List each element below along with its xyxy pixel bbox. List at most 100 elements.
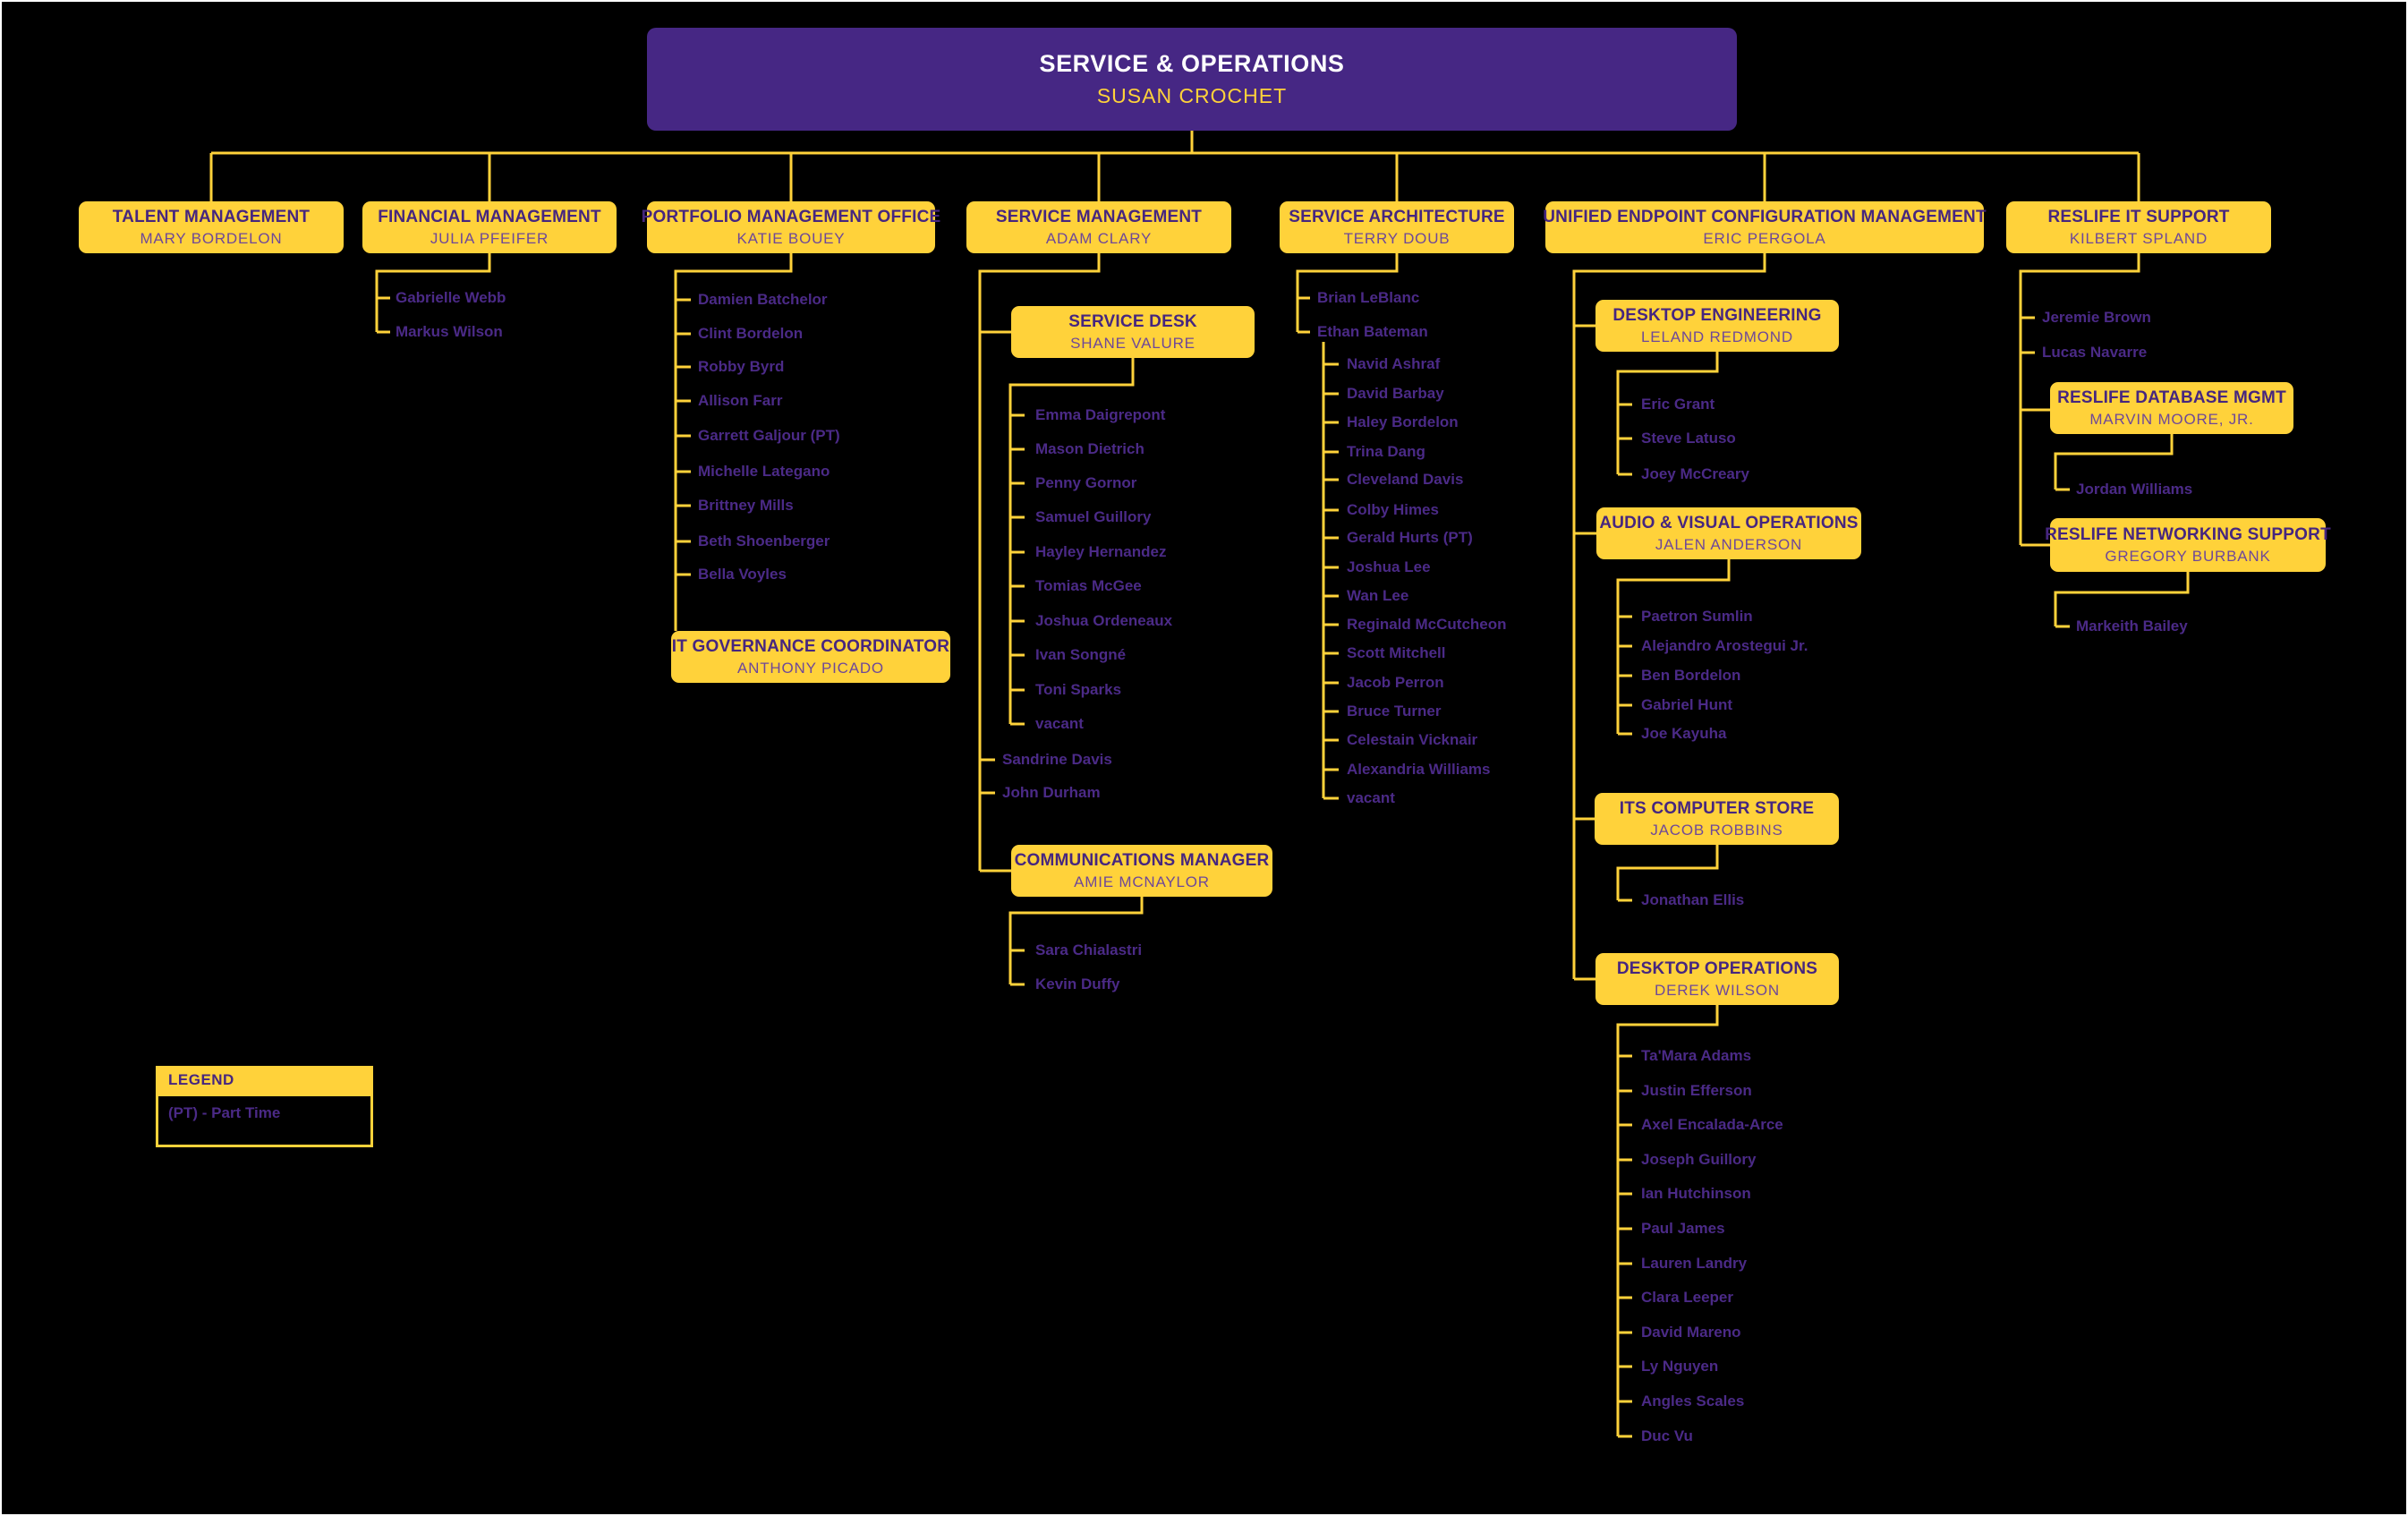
box-title: PORTFOLIO MANAGEMENT OFFICE xyxy=(641,207,941,226)
connector-top-rail xyxy=(209,131,2140,201)
org-box-reslife-it-support: RESLIFE IT SUPPORT KILBERT SPLAND xyxy=(2006,201,2271,253)
box-title: SERVICE MANAGEMENT xyxy=(995,207,1203,226)
person-ian-hutchinson: Ian Hutchinson xyxy=(1641,1185,1751,1202)
person-bella-voyles: Bella Voyles xyxy=(698,566,787,583)
box-person-name: MARVIN MOORE, JR. xyxy=(2089,410,2254,428)
person-allison-farr: Allison Farr xyxy=(698,392,783,409)
org-box-audio-visual-operations: AUDIO & VISUAL OPERATIONS JALEN ANDERSON xyxy=(1596,507,1861,559)
person-joey-mccreary: Joey McCreary xyxy=(1641,465,1749,482)
box-title: TALENT MANAGEMENT xyxy=(112,207,311,226)
person-emma-daigrepont: Emma Daigrepont xyxy=(1035,406,1166,423)
box-title: COMMUNICATIONS MANAGER xyxy=(1014,850,1270,870)
org-box-it-governance-coordinator: IT GOVERNANCE COORDINATOR ANTHONY PICADO xyxy=(671,631,950,683)
connector-financial xyxy=(375,253,491,334)
box-person-name: KILBERT SPLAND xyxy=(2069,229,2208,247)
org-box-reslife-database-mgmt: RESLIFE DATABASE MGMT MARVIN MOORE, JR. xyxy=(2050,382,2293,434)
person-jacob-perron: Jacob Perron xyxy=(1347,674,1444,691)
org-box-communications-manager: COMMUNICATIONS MANAGER AMIE MCNAYLOR xyxy=(1011,845,1272,897)
person-duc-vu: Duc Vu xyxy=(1641,1427,1693,1444)
person-wan-lee: Wan Lee xyxy=(1347,587,1409,604)
person-david-barbay: David Barbay xyxy=(1347,385,1444,402)
root-person-name: SUSAN CROCHET xyxy=(1096,84,1288,107)
org-box-service-and-operations: SERVICE & OPERATIONS SUSAN CROCHET xyxy=(647,28,1737,131)
person-celestain-vicknair: Celestain Vicknair xyxy=(1347,731,1478,748)
person-joe-kayuha: Joe Kayuha xyxy=(1641,725,1727,742)
org-box-service-management: SERVICE MANAGEMENT ADAM CLARY xyxy=(966,201,1231,253)
person-hayley-hernandez: Hayley Hernandez xyxy=(1035,543,1167,560)
person-paetron-sumlin: Paetron Sumlin xyxy=(1641,608,1753,625)
box-person-name: TERRY DOUB xyxy=(1343,229,1451,247)
org-box-reslife-networking-support: RESLIFE NETWORKING SUPPORT GREGORY BURBA… xyxy=(2045,518,2331,572)
box-person-name: AMIE MCNAYLOR xyxy=(1074,873,1210,890)
org-box-its-computer-store: ITS COMPUTER STORE JACOB ROBBINS xyxy=(1595,793,1839,845)
box-title: AUDIO & VISUAL OPERATIONS xyxy=(1599,513,1859,532)
org-box-desktop-operations: DESKTOP OPERATIONS DEREK WILSON xyxy=(1595,953,1839,1005)
person-damien-batchelor: Damien Batchelor xyxy=(698,291,828,308)
org-box-financial-management: FINANCIAL MANAGEMENT JULIA PFEIFER xyxy=(362,201,617,253)
box-person-name: DEREK WILSON xyxy=(1655,981,1780,999)
box-title: IT GOVERNANCE COORDINATOR xyxy=(671,636,950,656)
connector-service-management xyxy=(978,253,1144,986)
legend-header: LEGEND xyxy=(156,1066,373,1094)
box-person-name: SHANE VALURE xyxy=(1070,334,1195,352)
org-box-talent-management: TALENT MANAGEMENT MARY BORDELON xyxy=(79,201,344,253)
box-title: RESLIFE IT SUPPORT xyxy=(2047,207,2230,226)
box-title: RESLIFE DATABASE MGMT xyxy=(2057,388,2286,407)
org-box-service-architecture: SERVICE ARCHITECTURE TERRY DOUB xyxy=(1280,201,1514,253)
person-scott-mitchell: Scott Mitchell xyxy=(1347,644,1446,661)
person-paul-james: Paul James xyxy=(1641,1220,1725,1237)
person-gabriel-hunt: Gabriel Hunt xyxy=(1641,696,1733,713)
person-david-mareno: David Mareno xyxy=(1641,1324,1741,1341)
person-lauren-landry: Lauren Landry xyxy=(1641,1255,1748,1272)
person-joshua-lee: Joshua Lee xyxy=(1347,558,1431,575)
person-ivan-songne: Ivan Songné xyxy=(1035,646,1127,663)
person-haley-bordelon: Haley Bordelon xyxy=(1347,413,1459,430)
person-tamara-adams: Ta'Mara Adams xyxy=(1641,1047,1752,1064)
person-penny-gornor: Penny Gornor xyxy=(1035,474,1137,491)
connector-uecm xyxy=(1572,253,1766,1438)
person-joshua-ordeneaux: Joshua Ordeneaux xyxy=(1035,612,1173,629)
box-person-name: LELAND REDMOND xyxy=(1641,328,1793,345)
person-navid-ashraf: Navid Ashraf xyxy=(1347,355,1441,372)
person-sandrine-davis: Sandrine Davis xyxy=(1002,751,1112,768)
person-jordan-williams: Jordan Williams xyxy=(2076,481,2193,498)
person-reginald-mccutcheon: Reginald McCutcheon xyxy=(1347,616,1507,633)
box-person-name: JACOB ROBBINS xyxy=(1650,821,1783,839)
person-ben-bordelon: Ben Bordelon xyxy=(1641,667,1741,684)
person-gerald-hurts: Gerald Hurts (PT) xyxy=(1347,529,1473,546)
root-title: SERVICE & OPERATIONS xyxy=(1039,50,1345,77)
legend-entry-part-time: (PT) - Part Time xyxy=(168,1104,281,1121)
person-cleveland-davis: Cleveland Davis xyxy=(1347,471,1464,488)
person-brian-leblanc: Brian LeBlanc xyxy=(1317,289,1420,306)
box-title: DESKTOP OPERATIONS xyxy=(1616,958,1818,978)
person-vacant-service-architecture: vacant xyxy=(1347,789,1395,806)
box-person-name: ADAM CLARY xyxy=(1045,229,1153,247)
person-alexandria-williams: Alexandria Williams xyxy=(1347,761,1491,778)
org-box-portfolio-management-office: PORTFOLIO MANAGEMENT OFFICE KATIE BOUEY xyxy=(642,201,940,253)
person-colby-himes: Colby Himes xyxy=(1347,501,1439,518)
person-joseph-guillory: Joseph Guillory xyxy=(1641,1151,1757,1168)
box-title: FINANCIAL MANAGEMENT xyxy=(378,207,601,226)
person-michelle-lategano: Michelle Lategano xyxy=(698,463,830,480)
person-markus-wilson: Markus Wilson xyxy=(396,323,503,340)
box-title: SERVICE ARCHITECTURE xyxy=(1289,207,1505,226)
box-person-name: ANTHONY PICADO xyxy=(737,659,884,677)
legend-box: (PT) - Part Time xyxy=(156,1094,373,1147)
connector-service-architecture xyxy=(1296,253,1399,800)
person-garrett-galjour: Garrett Galjour (PT) xyxy=(698,427,840,444)
org-box-service-desk: SERVICE DESK SHANE VALURE xyxy=(1011,306,1255,358)
person-trina-dang: Trina Dang xyxy=(1347,443,1425,460)
person-jeremie-brown: Jeremie Brown xyxy=(2042,309,2151,326)
person-axel-encalada-arce: Axel Encalada-Arce xyxy=(1641,1116,1783,1133)
person-kevin-duffy: Kevin Duffy xyxy=(1035,975,1120,992)
person-angles-scales: Angles Scales xyxy=(1641,1393,1745,1410)
person-vacant-service-desk: vacant xyxy=(1035,715,1084,732)
org-box-desktop-engineering: DESKTOP ENGINEERING LELAND REDMOND xyxy=(1595,300,1839,352)
connector-portfolio xyxy=(674,253,793,631)
person-bruce-turner: Bruce Turner xyxy=(1347,703,1442,720)
box-title: UNIFIED ENDPOINT CONFIGURATION MANAGEMEN… xyxy=(1543,207,1987,226)
person-steve-latuso: Steve Latuso xyxy=(1641,430,1736,447)
person-john-durham: John Durham xyxy=(1002,784,1101,801)
box-person-name: MARY BORDELON xyxy=(140,229,283,247)
